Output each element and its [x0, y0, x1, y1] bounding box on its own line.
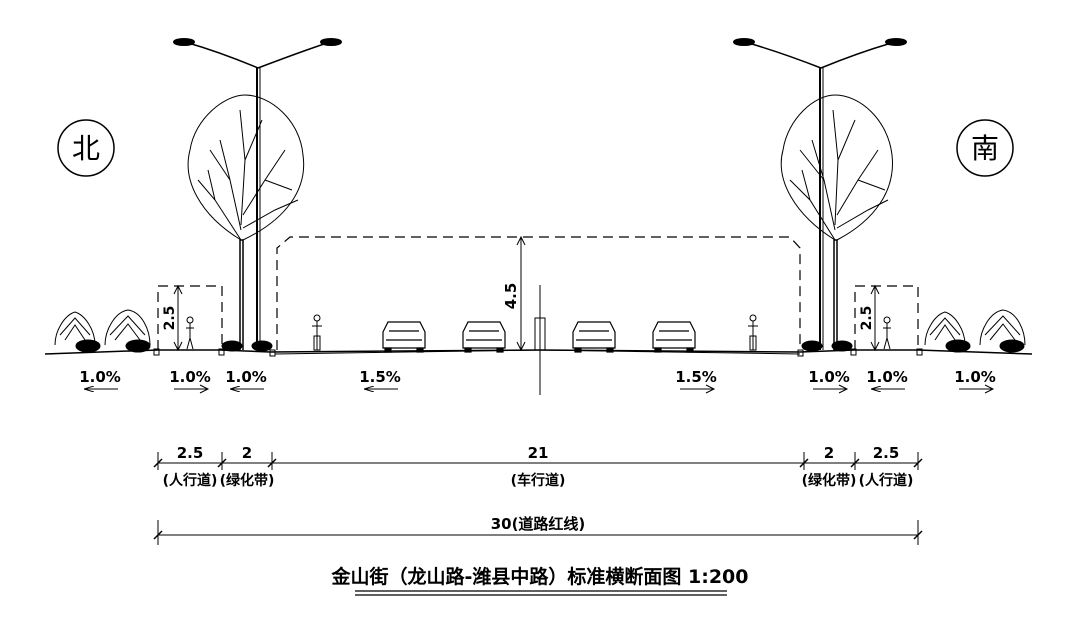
tree-right	[780, 94, 893, 350]
south-compass: 南	[956, 119, 1014, 177]
width-dimensions	[153, 452, 923, 470]
cyclist-right	[748, 314, 758, 351]
tree-left	[187, 94, 305, 350]
green-right-width: 2	[824, 444, 834, 462]
slope-road-right: 1.5%	[675, 368, 717, 386]
south-label: 南	[971, 132, 999, 165]
car-1	[382, 321, 426, 353]
green-left-name: (绿化带)	[220, 472, 275, 489]
slope-green-right: 1.0%	[808, 368, 850, 386]
pedestrian-left	[186, 316, 194, 350]
road-name: (车行道)	[511, 472, 566, 489]
slope-outer-right: 1.0%	[954, 368, 996, 386]
road-height-label: 4.5	[502, 283, 520, 310]
street-lamp-left	[173, 38, 342, 350]
total-width-line	[153, 520, 923, 545]
street-lamp-right	[733, 38, 907, 350]
walk-clearance-right	[854, 285, 919, 350]
cyclist-left	[312, 314, 322, 351]
road-width: 21	[528, 444, 549, 462]
walk-height-left-label: 2.5	[162, 306, 178, 331]
total-width-label: 30(道路红线)	[491, 515, 586, 533]
walk-clearance-left	[157, 285, 223, 350]
slope-labels: 1.0% 1.0% 1.0% 1.5% 1.5% 1.0% 1.0% 1.0%	[79, 368, 996, 394]
drawing-title: 金山街（龙山路-潍县中路）标准横断面图 1:200	[331, 565, 749, 588]
pedestrian-right	[883, 316, 891, 350]
north-label: 北	[72, 132, 100, 165]
road-clearance-box	[276, 236, 801, 350]
slope-road-left: 1.5%	[359, 368, 401, 386]
height-markers	[173, 235, 880, 352]
slope-walk-left: 1.0%	[169, 368, 211, 386]
green-right-name: (绿化带)	[802, 472, 857, 489]
slope-walk-right: 1.0%	[866, 368, 908, 386]
walk-height-right-label: 2.5	[859, 306, 875, 331]
slope-outer-left: 1.0%	[79, 368, 121, 386]
walk-left-width: 2.5	[177, 444, 204, 462]
car-4	[652, 321, 696, 353]
slope-green-left: 1.0%	[225, 368, 267, 386]
shrubs-left	[54, 309, 273, 353]
shrubs-right	[801, 309, 1026, 353]
green-left-width: 2	[242, 444, 252, 462]
median-marker	[534, 317, 546, 351]
north-compass: 北	[57, 119, 115, 177]
walk-left-name: (人行道)	[163, 472, 218, 489]
car-2	[462, 321, 506, 353]
car-3	[572, 321, 616, 353]
walk-right-name: (人行道)	[859, 472, 914, 489]
walk-right-width: 2.5	[873, 444, 900, 462]
